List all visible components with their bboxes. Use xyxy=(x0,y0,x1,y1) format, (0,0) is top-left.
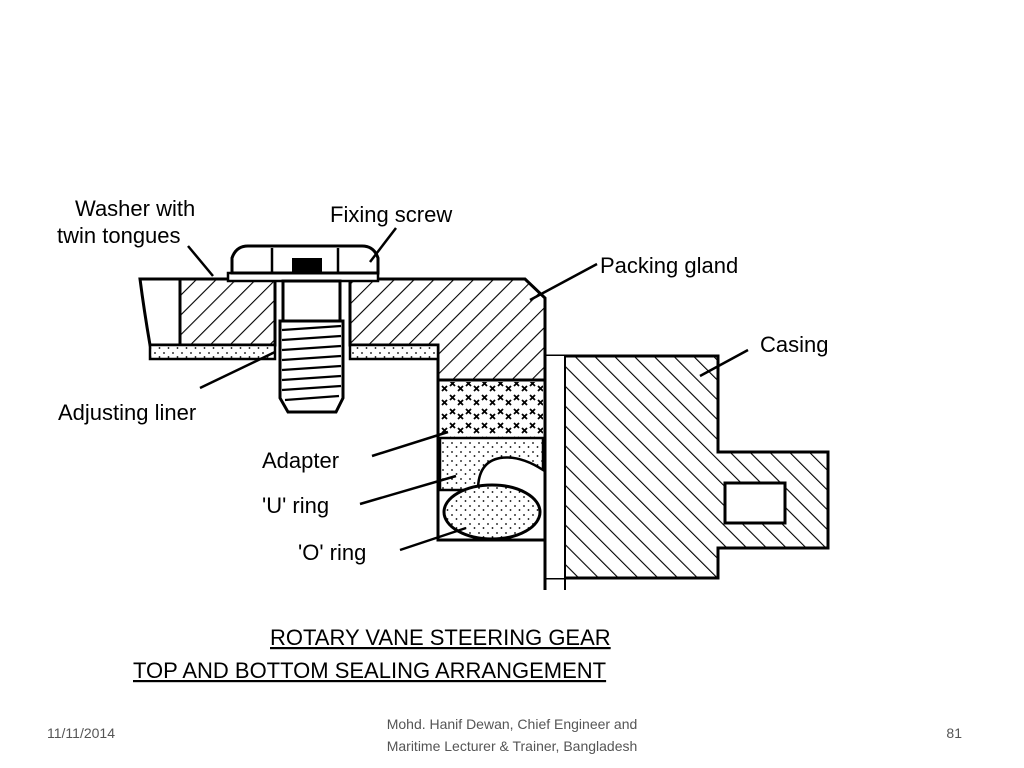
label-casing: Casing xyxy=(760,332,828,357)
u-ring xyxy=(438,436,545,492)
caption-line2: TOP AND BOTTOM SEALING ARRANGEMENT xyxy=(133,658,606,683)
fixing-screw xyxy=(230,244,380,414)
label-u-ring: 'U' ring xyxy=(262,493,329,518)
o-ring xyxy=(442,483,542,541)
leader-lines xyxy=(187,227,749,552)
packing-gland xyxy=(348,277,547,382)
footer-author-line1: Mohd. Hanif Dewan, Chief Engineer and xyxy=(386,716,638,732)
label-packing-gland: Packing gland xyxy=(600,253,738,278)
label-washer-line1: Washer with xyxy=(75,196,195,221)
footer-date: 11/11/2014 xyxy=(47,725,115,741)
slide-number: 81 xyxy=(946,725,962,741)
casing-keyway xyxy=(723,481,787,525)
adapter xyxy=(440,382,543,438)
caption-line1: ROTARY VANE STEERING GEAR xyxy=(270,625,611,650)
label-adjusting-liner: Adjusting liner xyxy=(58,400,196,425)
label-fixing-screw: Fixing screw xyxy=(330,202,452,227)
label-adapter: Adapter xyxy=(262,448,339,473)
seal-stack xyxy=(436,378,547,542)
footer-author-line2: Maritime Lecturer & Trainer, Bangladesh xyxy=(386,738,638,754)
footer-author: Mohd. Hanif Dewan, Chief Engineer and Ma… xyxy=(0,713,1024,757)
label-o-ring: 'O' ring xyxy=(298,540,366,565)
casing xyxy=(543,354,830,580)
label-washer-line2: twin tongues xyxy=(57,223,181,248)
